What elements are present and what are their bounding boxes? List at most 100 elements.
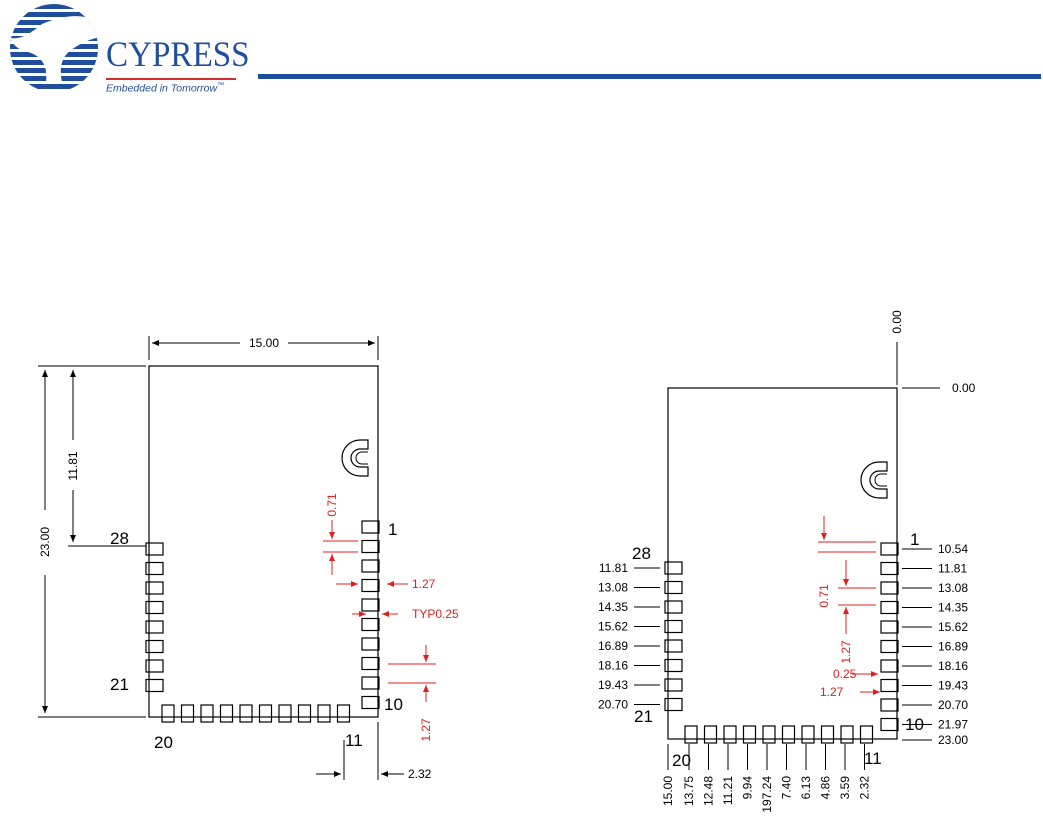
page-header: CYPRESS Embedded in Tomorrow™ bbox=[0, 0, 1043, 110]
left-pad-right-4 bbox=[361, 578, 380, 593]
left-dim-label-7: 20.70 bbox=[598, 698, 628, 712]
brand-rule bbox=[106, 78, 236, 80]
right-dim-label-9: 21.97 bbox=[938, 718, 968, 732]
right-pad-bottom-9 bbox=[840, 725, 854, 744]
left-pad-right-3 bbox=[361, 559, 380, 573]
left-module-outline bbox=[148, 365, 379, 718]
right-pad-right-9 bbox=[880, 698, 899, 712]
left-pad-left-4 bbox=[145, 600, 164, 615]
right-bottom-pads bbox=[684, 725, 874, 744]
right-antenna-keepout-icon bbox=[860, 461, 888, 499]
right-pin10-label: 10 bbox=[905, 715, 924, 734]
left-pad-bottom-9 bbox=[317, 704, 331, 723]
left-antenna-keepout-icon bbox=[341, 439, 369, 477]
left-pad-right-10 bbox=[361, 695, 380, 710]
left-pad-bottom-1 bbox=[161, 704, 175, 723]
bottom-dim-label-2: 12.48 bbox=[702, 776, 716, 806]
right-pad-bottom-5 bbox=[762, 725, 776, 744]
left-pad-left-7 bbox=[145, 659, 164, 673]
left-red-071: 0.71 bbox=[325, 493, 339, 517]
left-width-dim: 15.00 bbox=[249, 336, 279, 350]
left-pin11-label: 11 bbox=[345, 731, 363, 750]
bottom-dim-label-6: 7.40 bbox=[780, 776, 794, 800]
right-origin-y: 0.00 bbox=[952, 381, 976, 395]
right-module-outline bbox=[667, 387, 898, 740]
right-dim-label-6: 18.16 bbox=[938, 659, 968, 673]
left-pad-right-1 bbox=[361, 520, 380, 534]
left-bottom-dim: 2.32 bbox=[408, 767, 432, 781]
right-red-071: 0.71 bbox=[817, 584, 831, 608]
right-pad-right-3 bbox=[880, 581, 899, 595]
right-dim-label-1: 11.81 bbox=[938, 562, 967, 576]
left-pad-bottom-10 bbox=[336, 704, 351, 723]
left-pad-left-5 bbox=[145, 620, 164, 634]
bottom-dim-label-1: 13.75 bbox=[682, 776, 696, 806]
right-dim-label-4: 15.62 bbox=[938, 620, 968, 634]
left-pad-right-8 bbox=[361, 656, 380, 671]
right-pad-bottom-3 bbox=[723, 725, 737, 744]
left-height-dim: 23.00 bbox=[38, 527, 52, 557]
left-dim-label-3: 15.62 bbox=[598, 620, 628, 634]
right-red-127b: 1.27 bbox=[820, 685, 844, 699]
right-left-pads bbox=[664, 561, 683, 712]
right-pin1-label: 1 bbox=[910, 530, 919, 549]
left-bottom-pads bbox=[161, 704, 351, 723]
right-pad-right-6 bbox=[880, 639, 899, 654]
cypress-globe-logo-icon bbox=[10, 4, 98, 92]
bottom-dim-label-0: 15.00 bbox=[661, 776, 675, 806]
right-dim-label-5: 16.89 bbox=[938, 640, 968, 654]
brand-tagline: Embedded in Tomorrow™ bbox=[106, 82, 225, 95]
left-pin10-label: 10 bbox=[384, 695, 403, 714]
right-pad-left-5 bbox=[664, 639, 683, 653]
left-right-pads bbox=[361, 520, 380, 710]
left-dim-label-5: 18.16 bbox=[598, 659, 628, 673]
right-pad-left-3 bbox=[664, 600, 683, 614]
right-dim-label-7: 19.43 bbox=[938, 679, 968, 693]
left-pad-left-8 bbox=[145, 678, 164, 693]
right-pad-bottom-1 bbox=[684, 725, 698, 744]
right-pad-right-7 bbox=[880, 659, 899, 673]
right-pad-right-5 bbox=[880, 620, 899, 634]
right-pin21-label: 21 bbox=[634, 707, 653, 726]
right-pad-right-8 bbox=[880, 678, 899, 693]
left-red-typ025: TYP0.25 bbox=[412, 607, 459, 621]
right-dim-label-8: 20.70 bbox=[938, 698, 968, 712]
bottom-dim-label-7: 6.13 bbox=[799, 776, 813, 800]
left-pad-bottom-4 bbox=[219, 704, 234, 723]
left-red-127: 1.27 bbox=[412, 577, 436, 591]
right-red-025: 0.25 bbox=[833, 667, 857, 681]
left-pad-bottom-5 bbox=[239, 704, 253, 723]
left-pad-bottom-7 bbox=[278, 704, 292, 723]
right-view: 0.00 0.00 10.5411.8113.0814.3515.6216.89… bbox=[598, 310, 976, 813]
left-dim-label-1: 13.08 bbox=[598, 581, 628, 595]
left-pad-left-6 bbox=[145, 639, 164, 654]
bottom-dim-label-5: 197.24 bbox=[760, 776, 774, 813]
left-pad-right-7 bbox=[361, 637, 380, 651]
left-pad-bottom-8 bbox=[297, 704, 312, 723]
left-pin21-label: 21 bbox=[110, 675, 129, 694]
left-pad-right-5 bbox=[361, 598, 380, 612]
right-pin11-label: 11 bbox=[864, 749, 882, 768]
left-pin28-label: 28 bbox=[110, 529, 129, 548]
left-red-127-bottom: 1.27 bbox=[419, 718, 433, 742]
right-pad-bottom-6 bbox=[781, 725, 796, 744]
left-dim-label-0: 11.81 bbox=[599, 561, 628, 575]
right-pad-bottom-4 bbox=[742, 725, 757, 744]
right-pad-left-6 bbox=[664, 658, 683, 673]
right-right-pads bbox=[880, 542, 899, 732]
left-view: 15.00 23.00 11.81 1 10 11 20 21 28 0.71 … bbox=[38, 336, 459, 781]
bottom-dim-label-10: 2.32 bbox=[858, 776, 872, 800]
left-pad-bottom-3 bbox=[200, 704, 214, 723]
right-pad-right-2 bbox=[880, 561, 899, 576]
right-pad-left-4 bbox=[664, 619, 683, 634]
right-pad-bottom-7 bbox=[801, 725, 815, 744]
left-pad-bottom-6 bbox=[258, 704, 273, 723]
right-pin20-label: 20 bbox=[672, 751, 691, 770]
right-dim-label-0: 10.54 bbox=[938, 542, 968, 556]
left-pin1-label: 1 bbox=[388, 520, 397, 539]
right-pad-bottom-10 bbox=[859, 725, 874, 744]
right-pad-right-4 bbox=[880, 600, 899, 615]
